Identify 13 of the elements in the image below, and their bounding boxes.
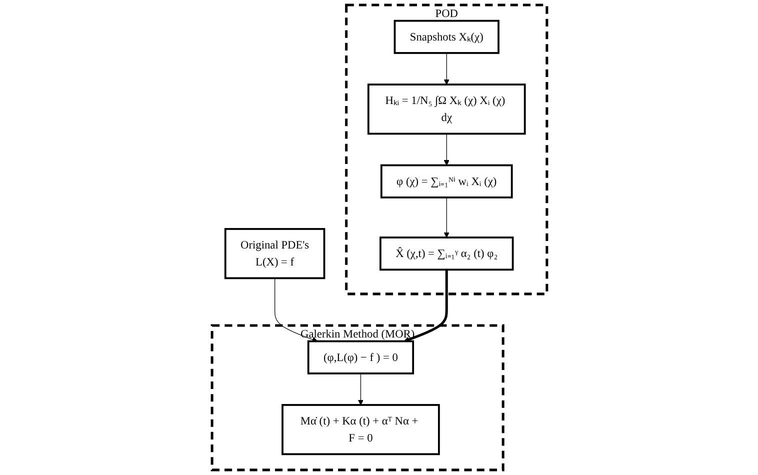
- arrow: [357, 373, 363, 406]
- node-box: X̂ (χ,t) = ∑ᵢ₌₁ᵞ α₂ (t) φ₂: [379, 236, 514, 271]
- node-box: Original PDE's L(X) = f: [224, 228, 325, 280]
- arrow: [274, 278, 318, 342]
- node-box: Mα̇ (t) + Kα (t) + αᵀ Nα + F = 0: [281, 404, 440, 456]
- arrow: [443, 197, 449, 238]
- node-box: φ (χ) = ∑ᵢ₌₁ᴺⁱ wᵢ Xᵢ (χ): [380, 164, 512, 198]
- arrow: [443, 52, 449, 85]
- node-box: (φ,L(φ) − f ) = 0: [306, 340, 414, 374]
- arrow: [403, 270, 448, 342]
- node-box: Hₖᵢ = 1/N₅ ∫Ω Xₖ (χ) Xᵢ (χ) dχ: [366, 84, 526, 135]
- arrow: [443, 133, 449, 166]
- node-box: Snapshots Xₖ(χ): [393, 20, 499, 54]
